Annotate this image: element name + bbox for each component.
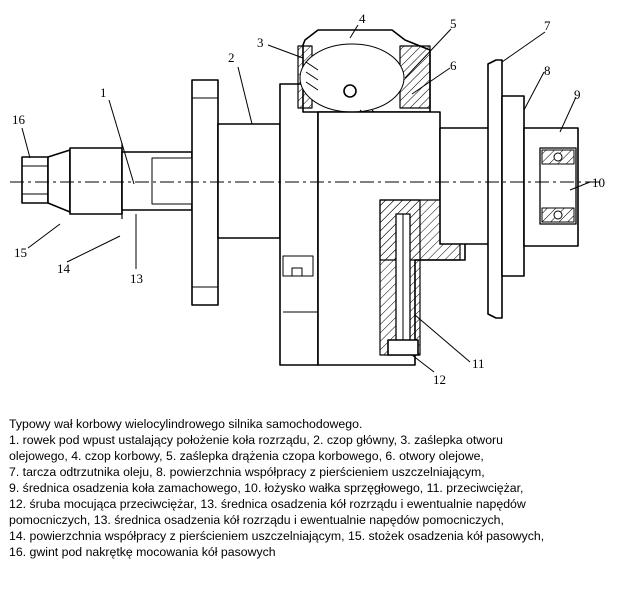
caption-line: olejowego, 4. czop korbowy, 5. zaślepka … xyxy=(9,449,484,463)
callout-4: 4 xyxy=(359,11,366,26)
caption-line: 16. gwint pod nakrętkę mocowania kół pas… xyxy=(9,545,276,559)
caption-line: 12. śruba mocująca przeciwciężar, 13. śr… xyxy=(9,497,526,511)
oil-slinger-disc-part xyxy=(487,59,503,319)
callout-10: 10 xyxy=(592,175,605,190)
main-journal-part xyxy=(217,123,281,239)
threaded-end-part xyxy=(21,156,49,204)
caption-line: 1. rowek pod wpust ustalający położenie … xyxy=(9,433,503,447)
caption-title: Typowy wał korbowy wielocylindrowego sil… xyxy=(9,417,363,431)
caption-line: 14. powierzchnia współpracy z pierścieni… xyxy=(9,529,545,543)
callout-6: 6 xyxy=(450,58,457,73)
front-flange-part xyxy=(191,79,219,306)
crankshaft-drawing: 1 2 3 4 5 6 7 8 9 10 11 12 13 14 15 16 xyxy=(10,11,605,387)
caption-line: 7. tarcza odtrzutnika oleju, 8. powierzc… xyxy=(9,465,485,479)
callout-11: 11 xyxy=(472,356,485,371)
callout-8: 8 xyxy=(544,63,551,78)
flywheel-flange-part xyxy=(501,95,525,277)
callout-13: 13 xyxy=(130,271,143,286)
callout-7: 7 xyxy=(544,18,551,33)
callout-14: 14 xyxy=(57,261,71,276)
callout-2: 2 xyxy=(228,50,235,65)
callout-9: 9 xyxy=(574,87,581,102)
callout-15: 15 xyxy=(14,245,27,260)
caption-line: pomocniczych, 13. średnica osadzenia kół… xyxy=(9,513,504,527)
callout-12: 12 xyxy=(433,372,446,387)
pulley-cone-part xyxy=(47,149,71,213)
seal-surface-front-part xyxy=(151,157,193,205)
callout-5: 5 xyxy=(450,16,457,31)
callout-16: 16 xyxy=(12,112,26,127)
callout-1: 1 xyxy=(100,85,107,100)
figure-caption: Typowy wał korbowy wielocylindrowego sil… xyxy=(9,416,627,560)
callout-3: 3 xyxy=(257,35,264,50)
crank-web-left-part xyxy=(279,83,319,366)
timing-gear-seat-part xyxy=(69,147,123,215)
caption-line: 9. średnica osadzenia koła zamachowego, … xyxy=(9,481,524,495)
